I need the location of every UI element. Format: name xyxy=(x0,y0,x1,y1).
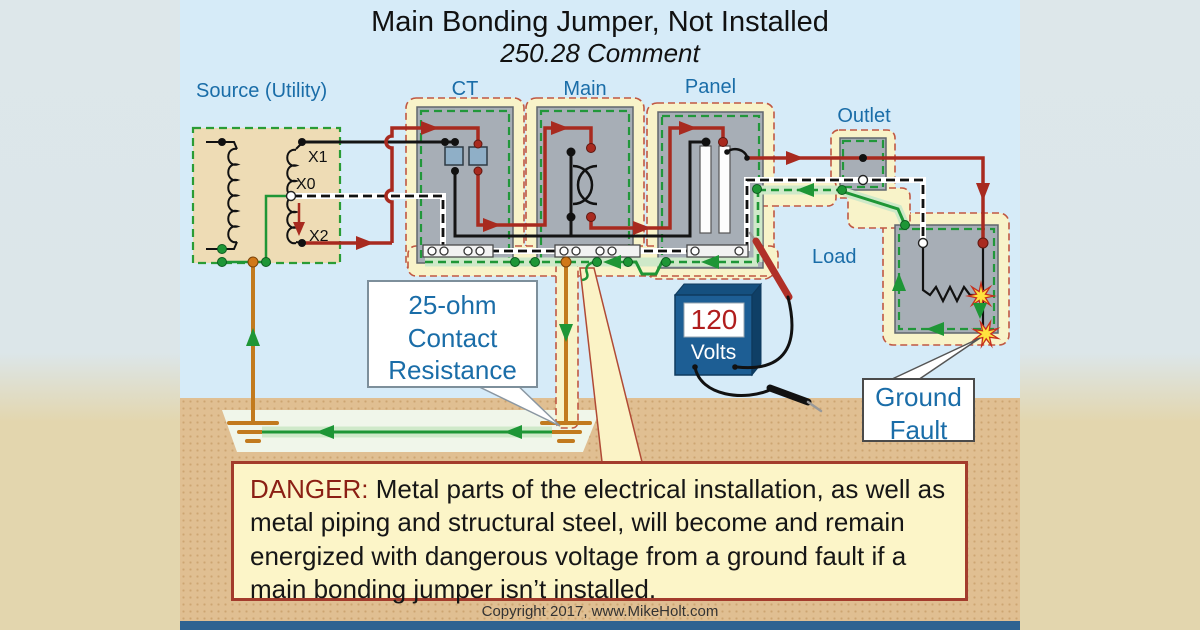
terminal-x1-label: X1 xyxy=(308,149,328,166)
danger-body-text: Metal parts of the electrical installati… xyxy=(250,474,946,604)
label-ct: CT xyxy=(451,78,479,100)
danger-label: DANGER: xyxy=(250,474,369,504)
resistor xyxy=(921,243,976,304)
ground-fault-callout: Ground Fault xyxy=(862,378,975,445)
diagram-subtitle: 250.28 Comment xyxy=(500,38,700,68)
terminal-x0-label: X0 xyxy=(296,176,316,193)
label-source: Source (Utility) xyxy=(196,80,328,102)
primary-top-lead xyxy=(206,141,238,150)
test-lead-black xyxy=(693,365,823,413)
label-outlet: Outlet xyxy=(837,105,891,127)
terminal-x2-label: X2 xyxy=(309,228,329,245)
left-filler-bar xyxy=(0,0,180,630)
fault-current-arrows xyxy=(246,183,987,439)
black-hot-wire xyxy=(302,140,706,238)
voltmeter xyxy=(673,282,763,377)
contact-resistance-callout: 25-ohm Contact Resistance xyxy=(367,280,538,388)
ct-transformers xyxy=(444,146,488,166)
primary-coil xyxy=(227,147,241,244)
neutral-bar-lugs xyxy=(427,246,744,256)
label-main: Main xyxy=(563,78,607,100)
meter-reading: 120 xyxy=(690,304,738,335)
label-load: Load xyxy=(812,246,857,268)
spark-icon xyxy=(970,318,1002,350)
label-panel: Panel xyxy=(684,76,737,98)
diagram-title: Main Bonding Jumper, Not Installed xyxy=(371,6,829,38)
bottom-blue-strip xyxy=(180,621,1020,630)
current-arrows xyxy=(246,121,990,439)
hot-current-arrows xyxy=(293,121,990,250)
test-lead-red xyxy=(735,231,794,370)
primary-bottom-lead xyxy=(206,241,238,250)
red-hot-wire xyxy=(297,126,985,245)
connection-dots xyxy=(217,137,989,268)
spark-icon xyxy=(965,280,997,312)
bonding-jumper-stub xyxy=(581,260,595,282)
danger-warning-box: DANGER: Metal parts of the electrical in… xyxy=(231,461,968,604)
meter-unit-label: Volts xyxy=(690,341,737,364)
meter-display xyxy=(683,302,745,338)
main-disconnect-contacts xyxy=(572,164,598,206)
right-filler-bar xyxy=(1020,0,1200,630)
copyright-text: Copyright 2017, www.MikeHolt.com xyxy=(481,603,719,620)
